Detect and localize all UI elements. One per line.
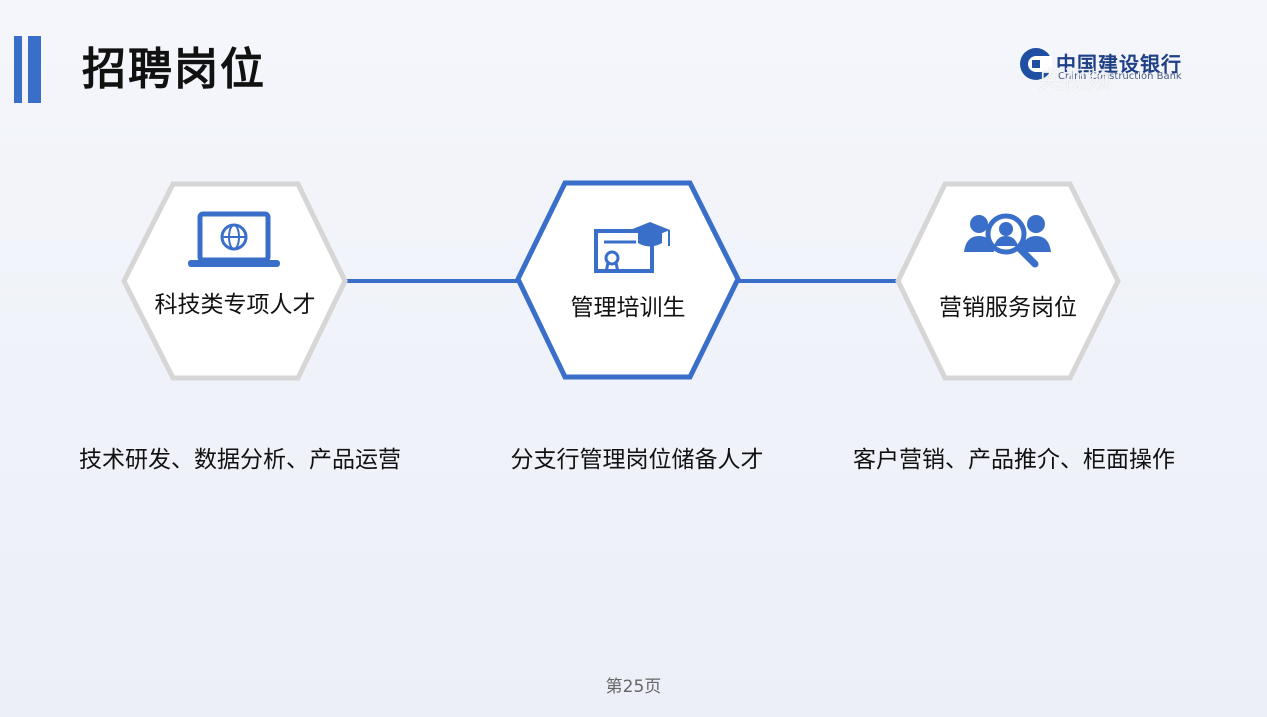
people-search-icon <box>964 213 1051 268</box>
page-number: 第25页 <box>605 677 662 697</box>
position-desc-management: 分支行管理岗位储备人才 <box>510 447 764 473</box>
bank-logo: 中国建设银行 China Construction Bank <box>1018 46 1218 102</box>
hexagon-sales <box>895 181 1121 381</box>
position-label-management: 管理培训生 <box>570 295 686 321</box>
laptop-globe-icon <box>188 211 280 267</box>
page-title: 招聘岗位 <box>82 44 266 95</box>
position-desc-tech: 技术研发、数据分析、产品运营 <box>79 447 401 473</box>
position-label-tech: 科技类专项人才 <box>154 292 316 318</box>
watermark: 央视频 <box>1038 66 1110 94</box>
certificate-graduation-cap-icon <box>594 222 670 273</box>
logo-english-text: China Construction Bank <box>1058 71 1182 82</box>
position-label-sales: 营销服务岗位 <box>939 295 1077 321</box>
hexagon-tech <box>121 181 348 381</box>
logo-chinese-text: 中国建设银行 <box>1056 52 1182 76</box>
hexagon-management <box>515 180 741 380</box>
position-desc-sales: 客户营销、产品推介、柜面操作 <box>853 447 1175 473</box>
ccb-logo-icon <box>1020 48 1052 80</box>
